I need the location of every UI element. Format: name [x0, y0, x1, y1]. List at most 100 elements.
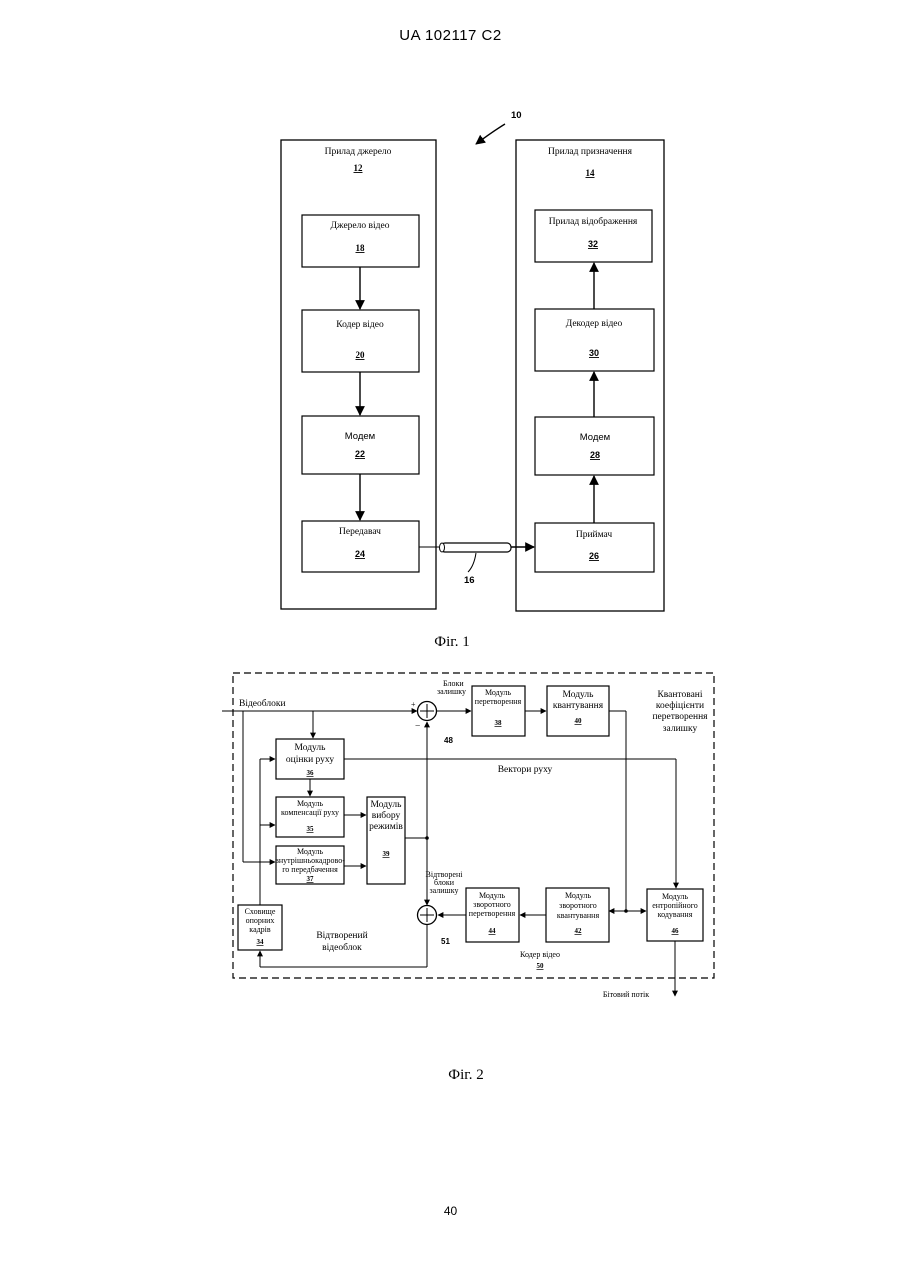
svg-text:35: 35 — [307, 825, 315, 833]
svg-text:38: 38 — [495, 719, 503, 727]
svg-text:режимів: режимів — [369, 822, 403, 832]
svg-text:Модем: Модем — [345, 431, 375, 442]
system-ref-pointer — [476, 124, 505, 144]
svg-text:Модуль: Модуль — [297, 847, 323, 856]
input-label: Відеоблоки — [239, 698, 286, 709]
summer-top — [418, 702, 437, 721]
svg-text:внутрішньокадрово-: внутрішньокадрово- — [275, 856, 345, 865]
svg-text:зворотного: зворотного — [473, 900, 511, 909]
summer-minus-sign: − — [415, 722, 420, 732]
quantized-coeffs-line3: перетворення — [652, 712, 708, 722]
source-device-label: Прилад джерело — [325, 147, 392, 157]
page-number: 40 — [0, 1204, 901, 1218]
source-device-ref: 12 — [354, 163, 364, 173]
svg-text:Модуль: Модуль — [371, 800, 403, 810]
system-ref-label: 10 — [511, 110, 522, 121]
svg-text:32: 32 — [588, 239, 598, 249]
svg-text:ентропійного: ентропійного — [652, 901, 698, 910]
svg-text:18: 18 — [356, 243, 366, 253]
intra-prediction-module: Модуль внутрішньокадрово- го передбаченн… — [275, 846, 345, 884]
svg-text:44: 44 — [489, 927, 497, 935]
svg-text:26: 26 — [589, 551, 599, 561]
summer-plus-sign: + — [411, 700, 416, 709]
svg-text:го передбачення: го передбачення — [282, 865, 338, 874]
receiver-block: Приймач 26 — [535, 523, 654, 572]
video-source-block: Джерело відео 18 — [302, 215, 419, 267]
svg-text:квантування: квантування — [557, 911, 600, 920]
svg-text:28: 28 — [590, 450, 600, 460]
residual-label-line2: залишку — [437, 687, 466, 696]
mode-selection-module: Модуль вибору режимів 39 — [367, 797, 405, 884]
recon-block-line2: відеоблок — [322, 942, 362, 953]
svg-text:39: 39 — [383, 850, 391, 858]
svg-text:компенсації руху: компенсації руху — [281, 808, 339, 817]
svg-text:Модуль: Модуль — [565, 891, 591, 900]
bitstream-label: Бітовий потік — [603, 990, 649, 999]
summer-bottom-ref: 51 — [441, 937, 450, 946]
svg-text:зворотного: зворотного — [559, 901, 597, 910]
fig2-caption: Фіг. 2 — [448, 1067, 483, 1083]
svg-text:Модуль: Модуль — [295, 743, 327, 753]
inverse-quantization-module: Модуль зворотного квантування 42 — [546, 888, 609, 942]
svg-text:Модуль: Модуль — [485, 688, 511, 697]
svg-text:Сховище: Сховище — [245, 907, 276, 916]
svg-text:Передавач: Передавач — [339, 527, 381, 537]
encoder-label: Кодер відео — [520, 950, 560, 959]
svg-text:37: 37 — [307, 875, 315, 883]
svg-text:вибору: вибору — [372, 810, 401, 821]
svg-text:Прилад відображення: Прилад відображення — [549, 216, 638, 227]
modem-rx-block: Модем 28 — [535, 417, 654, 475]
svg-text:Кодер відео: Кодер відео — [336, 320, 384, 330]
svg-text:42: 42 — [575, 927, 583, 935]
svg-text:46: 46 — [672, 927, 680, 935]
video-encoder-block: Кодер відео 20 — [302, 310, 419, 372]
quantized-coeffs-line2: коефіцієнти — [656, 700, 704, 711]
quantized-coeffs-line1: Квантовані — [657, 690, 702, 700]
encoder-ref: 50 — [537, 962, 545, 970]
transform-module: Модуль перетворення 38 — [472, 686, 525, 736]
fig1-diagram: 10 Прилад джерело 12 Прилад призначення … — [281, 110, 664, 650]
channel-ref: 16 — [464, 575, 475, 586]
svg-text:Приймач: Приймач — [576, 529, 613, 540]
svg-text:30: 30 — [589, 348, 599, 358]
recon-residual-line3: залишку — [430, 886, 459, 895]
svg-text:22: 22 — [355, 449, 365, 459]
svg-text:36: 36 — [307, 769, 315, 777]
svg-text:24: 24 — [355, 549, 365, 559]
display-block: Прилад відображення 32 — [535, 210, 652, 262]
svg-text:оцінки руху: оцінки руху — [286, 755, 334, 765]
svg-text:Джерело відео: Джерело відео — [331, 221, 390, 231]
svg-text:Модуль: Модуль — [662, 892, 688, 901]
fig2-diagram: Відеоблоки + − 48 Блоки залишку — [222, 673, 714, 1083]
transmitter-block: Передавач 24 — [302, 521, 419, 572]
svg-text:Модуль: Модуль — [297, 799, 323, 808]
svg-text:34: 34 — [257, 938, 265, 946]
fig1-caption: Фіг. 1 — [434, 634, 469, 650]
svg-text:20: 20 — [356, 350, 366, 360]
svg-text:опорних: опорних — [246, 916, 275, 925]
summer-top-ref: 48 — [444, 736, 453, 745]
svg-text:перетворення: перетворення — [469, 909, 516, 918]
svg-text:кодування: кодування — [658, 910, 693, 919]
svg-text:кадрів: кадрів — [249, 925, 271, 934]
video-decoder-block: Декодер відео 30 — [535, 309, 654, 371]
motion-compensation-module: Модуль компенсації руху 35 — [276, 797, 344, 837]
quantization-module: Модуль квантування 40 — [547, 686, 609, 736]
recon-block-line1: Відтворений — [316, 930, 367, 941]
dest-device-label: Прилад призначення — [548, 147, 633, 157]
svg-text:квантування: квантування — [553, 701, 604, 711]
motion-estimation-module: Модуль оцінки руху 36 — [276, 739, 344, 779]
motion-vectors-label: Вектори руху — [498, 765, 553, 775]
summer-bottom — [418, 906, 437, 925]
svg-text:Модуль: Модуль — [563, 690, 595, 700]
svg-text:Модуль: Модуль — [479, 891, 505, 900]
inverse-transform-module: Модуль зворотного перетворення 44 — [466, 888, 519, 942]
modem-tx-block: Модем 22 — [302, 416, 419, 474]
entropy-coding-module: Модуль ентропійного кодування 46 — [647, 889, 703, 941]
quantized-coeffs-line4: залишку — [663, 724, 698, 734]
svg-text:Декодер відео: Декодер відео — [566, 319, 623, 329]
dest-device-ref: 14 — [586, 168, 596, 178]
svg-text:Модем: Модем — [580, 432, 610, 443]
